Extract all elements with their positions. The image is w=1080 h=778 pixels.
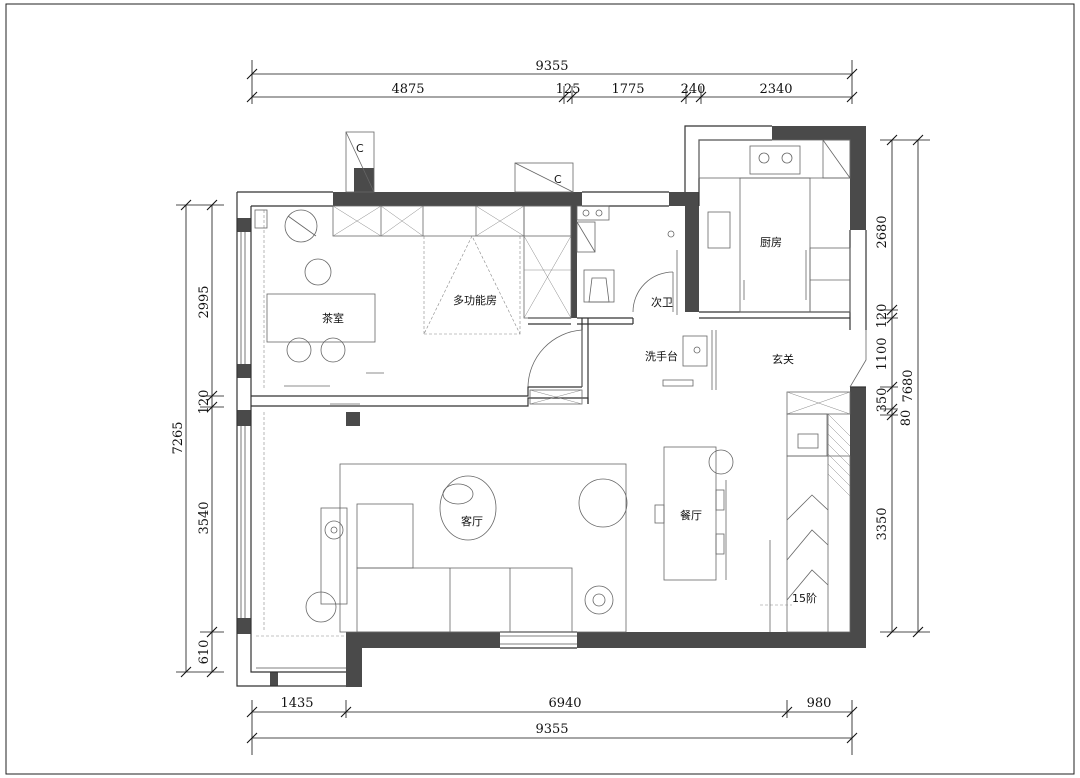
cabinet-c-label-1: C	[356, 142, 364, 155]
bottom-total-dim: 9355	[535, 722, 568, 737]
top-seg-3: 1775	[611, 82, 644, 97]
room-label-entrance: 玄关	[772, 352, 794, 366]
right-dimensions: 2680 120 1100 350 80 3350 7680	[875, 134, 930, 638]
top-total-dim: 9355	[535, 59, 568, 74]
tea-room-furniture	[254, 209, 384, 405]
room-label-living: 客厅	[461, 514, 483, 528]
right-seg-2: 120	[875, 304, 890, 329]
right-total-dim: 7680	[901, 369, 916, 402]
left-seg-1: 2995	[197, 285, 212, 318]
bottom-seg-2: 6940	[548, 696, 581, 711]
room-label-multi: 多功能房	[453, 293, 497, 307]
right-seg-3: 1100	[875, 337, 890, 370]
right-seg-1: 2680	[875, 215, 890, 248]
top-dimensions: 9355 4875 125 1775 240 2340	[246, 59, 858, 104]
room-label-wash: 洗手台	[645, 349, 678, 363]
right-seg-6: 3350	[875, 507, 890, 540]
bottom-seg-1: 1435	[280, 696, 313, 711]
left-seg-3: 3540	[197, 501, 212, 534]
left-dimensions: 7265 2995 120 3540 610	[171, 199, 224, 678]
drawing-frame	[5, 3, 1075, 775]
right-seg-5: 80	[899, 410, 914, 427]
cabinet-c-label-2: C	[554, 173, 562, 186]
staircase	[760, 413, 851, 633]
top-seg-5: 2340	[759, 82, 792, 97]
bottom-seg-3: 980	[807, 696, 832, 711]
walls	[237, 126, 866, 687]
cabinet-boxes: C C	[345, 131, 574, 193]
top-seg-2: 125	[556, 82, 581, 97]
dining-furniture	[654, 446, 734, 581]
living-room-furniture	[305, 463, 628, 633]
top-seg-1: 4875	[391, 82, 424, 97]
right-seg-4: 350	[875, 388, 890, 413]
wash-basin-fixtures	[662, 330, 867, 390]
room-label-kitchen: 厨房	[760, 236, 782, 249]
left-seg-4: 610	[197, 640, 212, 665]
left-seg-2: 120	[197, 390, 212, 415]
room-labels: 茶室 多功能房 次卫 厨房 洗手台 玄关 客厅 餐厅 15阶	[322, 236, 817, 605]
bathroom-fixtures	[576, 205, 678, 315]
stair-count-label: 15阶	[792, 591, 817, 605]
top-seg-4: 240	[681, 82, 706, 97]
room-label-second-bath: 次卫	[651, 295, 673, 309]
room-label-dining: 餐厅	[680, 508, 702, 522]
entrance-cabinets	[529, 389, 851, 457]
room-label-tea: 茶室	[322, 311, 344, 325]
bottom-dimensions: 1435 6940 980 9355	[246, 696, 858, 755]
left-total-dim: 7265	[171, 421, 186, 454]
bottom-window	[500, 635, 577, 645]
wall-outlines	[236, 125, 867, 687]
multi-room-furniture	[332, 205, 583, 388]
left-windows	[240, 210, 346, 669]
kitchen-fixtures	[698, 139, 851, 313]
